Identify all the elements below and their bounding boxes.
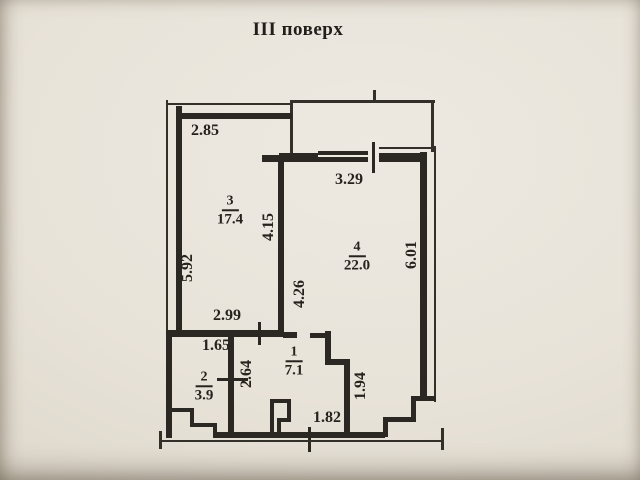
wall-hall-z-h [325,359,350,365]
wall-room3-left-inner [176,106,182,334]
wall-step-right-h1 [383,417,416,422]
wall-hall-top-a [283,332,297,338]
door-tick-room2 [217,378,248,381]
wall-room2-left [166,332,172,438]
dimension-label-room4-right: 6.01 [403,241,420,269]
dimension-label-room2-right: 2.64 [238,360,255,388]
room-1-number: 1 [285,345,303,362]
dimension-label-room3-top: 2.85 [191,122,219,139]
balcony-window-band [318,151,368,162]
wall-room2-step-h2 [190,423,217,427]
wall-room4-top-b [379,153,421,162]
door-tick-balcony [372,142,375,173]
wall-hall-top-b [310,333,325,338]
dimension-line-bottom [160,440,443,442]
room-2-number: 2 [195,370,213,387]
balcony-wall-left [290,100,293,155]
balcony-wall-right [431,100,434,152]
wall-outer-left [166,100,168,438]
room-label-1: 1 7.1 [285,345,304,378]
shaft-right [287,399,291,422]
window-wall-room3-top [176,113,292,119]
dimension-tick-right [441,428,444,450]
room-4-number: 4 [348,240,366,257]
dimension-label-room3-right: 4.15 [260,213,277,241]
dimension-tick-left [159,431,162,449]
wall-room2-step-v2 [213,423,217,438]
shaft-left [270,399,274,433]
wall-room4-top-a [279,153,318,162]
room-1-area: 7.1 [284,361,304,378]
shaft-step-h [277,418,291,422]
dimension-label-room3-bottom: 2.99 [213,307,241,324]
room-3-area: 17.4 [216,210,244,227]
wall-outer-right [434,146,436,402]
wall-room4-right [420,152,427,400]
wall-outer-top [166,103,292,105]
dimension-label-hall-right: 1.94 [352,372,369,400]
dimension-label-room3-left: 5.92 [179,254,196,282]
room-2-area: 3.9 [194,386,214,403]
shaft-top [270,399,291,403]
door-tick-room3 [258,322,261,345]
room-3-number: 3 [221,194,239,211]
wall-hall-z-v2 [344,359,350,437]
wall-room3-bottom [166,330,283,337]
wall-room3-room4 [278,156,284,337]
balcony-inner-edge [379,147,433,149]
page-title: III поверх [252,19,344,40]
dimension-label-room4-left: 4.26 [291,280,308,308]
wall-room2-step-v1 [190,408,194,427]
wall-step-right-v1 [383,417,388,437]
room-label-3: 3 17.4 [217,194,243,227]
balcony-wall-top [290,100,435,103]
room-label-4: 4 22.0 [344,240,370,273]
wall-outer-bottom [213,432,385,438]
wall-step-right-h2 [411,396,436,401]
wall-hall-z-v1 [325,331,331,365]
dim-tick-balcony-top [373,90,376,103]
entrance-door-tick [308,427,311,452]
wall-step-right-v2 [411,397,416,421]
wall-room2-room1 [228,331,234,438]
dimension-label-balcony: 3.29 [335,171,363,188]
room-4-area: 22.0 [343,256,371,273]
dimension-label-hall-bottom: 1.82 [313,409,341,426]
wall-room2-step-h1 [170,408,194,412]
wall-stub-left-of-junction [262,155,279,162]
dimension-label-room2-top: 1.65 [202,337,230,354]
room-label-2: 2 3.9 [195,370,214,403]
shaft-step-v [277,418,281,433]
